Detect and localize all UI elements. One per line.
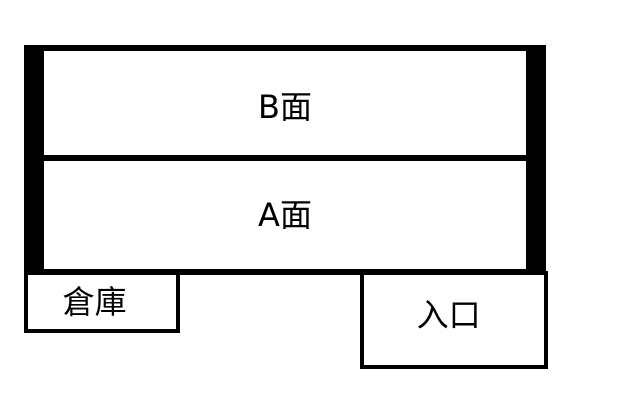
a-side-area: A面 bbox=[44, 161, 526, 269]
storage-label: 倉庫 bbox=[62, 283, 127, 321]
a-side-label: A面 bbox=[258, 196, 312, 234]
entrance-label: 入口 bbox=[416, 295, 481, 334]
storage-room: 倉庫 bbox=[24, 271, 180, 333]
section-divider bbox=[24, 155, 546, 161]
entrance-area: 入口 bbox=[360, 271, 548, 369]
b-side-label: B面 bbox=[258, 88, 312, 127]
b-side-area: B面 bbox=[44, 51, 526, 155]
